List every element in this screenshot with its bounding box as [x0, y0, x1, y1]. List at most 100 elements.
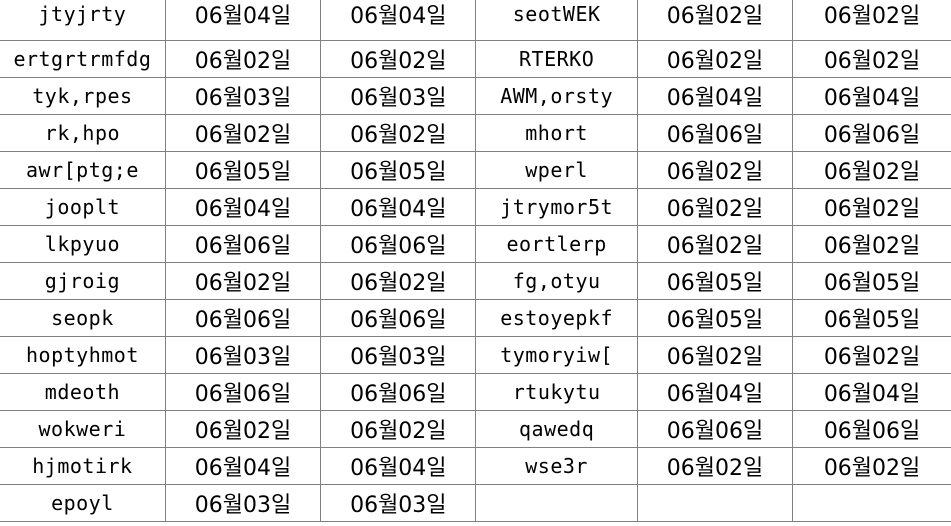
cell-text: 06월05일: [823, 271, 921, 296]
table-cell[interactable]: 06월04일: [164, 188, 322, 226]
cell-text: mdeoth: [44, 380, 121, 404]
table-cell[interactable]: 06월06일: [636, 410, 794, 448]
table-cell[interactable]: rk,hpo: [0, 114, 166, 152]
table-cell[interactable]: seopk: [0, 299, 166, 337]
cell-text: 06월05일: [666, 271, 764, 296]
table-cell[interactable]: 06월02일: [636, 225, 794, 263]
table-cell[interactable]: 06월04일: [792, 373, 951, 411]
table-cell[interactable]: fg,otyu: [475, 262, 638, 300]
cell-text: 06월02일: [194, 271, 292, 296]
table-cell[interactable]: lkpyuo: [0, 225, 166, 263]
table-cell[interactable]: 06월04일: [320, 447, 477, 485]
table-cell[interactable]: awr[ptg;e: [0, 151, 166, 189]
table-cell[interactable]: AWM,orsty: [475, 77, 638, 115]
cell-text: AWM,orsty: [500, 84, 614, 108]
table-cell[interactable]: 06월02일: [320, 40, 477, 78]
table-cell[interactable]: wokweri: [0, 410, 166, 448]
table-cell[interactable]: gjroig: [0, 262, 166, 300]
table-cell[interactable]: wse3r: [475, 447, 638, 485]
table-cell[interactable]: 06월02일: [636, 447, 794, 485]
table-cell[interactable]: [636, 484, 794, 522]
table-cell[interactable]: 06월05일: [792, 299, 951, 337]
cell-text: 06월02일: [666, 456, 764, 481]
table-cell[interactable]: 06월03일: [320, 336, 477, 374]
table-cell[interactable]: wperl: [475, 151, 638, 189]
table-cell[interactable]: mhort: [475, 114, 638, 152]
table-cell[interactable]: 06월02일: [636, 40, 794, 78]
table-cell[interactable]: tyk,rpes: [0, 77, 166, 115]
table-cell[interactable]: 06월02일: [792, 225, 951, 263]
table-cell[interactable]: 06월05일: [636, 262, 794, 300]
table-cell[interactable]: 06월05일: [164, 151, 322, 189]
cell-text: seotWEK: [512, 2, 601, 26]
cell-text: hoptyhmot: [25, 343, 139, 367]
table-cell[interactable]: seotWEK: [475, 0, 638, 41]
table-cell[interactable]: 06월06일: [320, 225, 477, 263]
table-cell[interactable]: epoyl: [0, 484, 166, 522]
table-cell[interactable]: 06월02일: [636, 151, 794, 189]
cell-text: 06월02일: [666, 160, 764, 185]
table-cell[interactable]: 06월04일: [320, 188, 477, 226]
table-cell[interactable]: 06월06일: [636, 114, 794, 152]
table-cell[interactable]: 06월02일: [164, 410, 322, 448]
cell-text: jooplt: [44, 195, 121, 219]
table-cell[interactable]: 06월04일: [636, 373, 794, 411]
table-cell[interactable]: 06월06일: [164, 225, 322, 263]
table-cell[interactable]: [475, 484, 638, 522]
table-cell[interactable]: 06월05일: [792, 262, 951, 300]
table-cell[interactable]: 06월02일: [792, 188, 951, 226]
cell-text: 06월06일: [350, 382, 447, 407]
table-cell[interactable]: 06월02일: [792, 0, 951, 41]
table-cell[interactable]: 06월02일: [792, 336, 951, 374]
table-cell[interactable]: 06월02일: [636, 0, 794, 41]
cell-text: 06월04일: [666, 86, 764, 111]
table-cell[interactable]: 06월06일: [320, 373, 477, 411]
table-cell[interactable]: 06월02일: [320, 114, 477, 152]
table-cell[interactable]: 06월02일: [164, 262, 322, 300]
table-cell[interactable]: 06월04일: [164, 0, 322, 41]
table-cell[interactable]: 06월03일: [164, 484, 322, 522]
table-cell[interactable]: 06월05일: [636, 299, 794, 337]
table-cell[interactable]: estoyepkf: [475, 299, 638, 337]
table-cell[interactable]: jtrymor5t: [475, 188, 638, 226]
table-cell[interactable]: 06월04일: [636, 77, 794, 115]
table-cell[interactable]: 06월02일: [320, 410, 477, 448]
table-cell[interactable]: rtukytu: [475, 373, 638, 411]
table-cell[interactable]: 06월02일: [792, 151, 951, 189]
cell-text: 06월02일: [666, 234, 764, 259]
table-cell[interactable]: hoptyhmot: [0, 336, 166, 374]
table-cell[interactable]: mdeoth: [0, 373, 166, 411]
table-cell[interactable]: 06월06일: [792, 114, 951, 152]
table-cell[interactable]: 06월06일: [792, 410, 951, 448]
table-cell[interactable]: 06월02일: [164, 40, 322, 78]
table-cell[interactable]: 06월04일: [320, 0, 477, 41]
table-cell[interactable]: 06월03일: [164, 77, 322, 115]
table-cell[interactable]: 06월02일: [792, 40, 951, 78]
table-cell[interactable]: qawedq: [475, 410, 638, 448]
table-cell[interactable]: eortlerp: [475, 225, 638, 263]
table-cell[interactable]: 06월02일: [320, 262, 477, 300]
table-cell[interactable]: 06월06일: [164, 373, 322, 411]
table-cell[interactable]: ertgrtrmfdg: [0, 40, 166, 78]
table-cell[interactable]: 06월05일: [320, 151, 477, 189]
table-cell[interactable]: 06월06일: [320, 299, 477, 337]
table-cell[interactable]: RTERKO: [475, 40, 638, 78]
table-cell[interactable]: 06월02일: [792, 447, 951, 485]
table-cell[interactable]: 06월02일: [636, 188, 794, 226]
table-cell[interactable]: [792, 484, 951, 522]
table-cell[interactable]: jtyjrty: [0, 0, 166, 41]
table-cell[interactable]: jooplt: [0, 188, 166, 226]
table-cell[interactable]: 06월06일: [164, 299, 322, 337]
cell-text: 06월06일: [350, 234, 447, 259]
cell-text: jtyjrty: [38, 2, 127, 26]
table-cell[interactable]: 06월02일: [164, 114, 322, 152]
table-cell[interactable]: 06월04일: [164, 447, 322, 485]
table-cell[interactable]: 06월03일: [320, 484, 477, 522]
table-cell[interactable]: 06월02일: [636, 336, 794, 374]
table-cell[interactable]: hjmotirk: [0, 447, 166, 485]
table-cell[interactable]: 06월04일: [792, 77, 951, 115]
table-cell[interactable]: 06월03일: [320, 77, 477, 115]
table-cell[interactable]: tymoryiw[: [475, 336, 638, 374]
table-cell[interactable]: 06월03일: [164, 336, 322, 374]
